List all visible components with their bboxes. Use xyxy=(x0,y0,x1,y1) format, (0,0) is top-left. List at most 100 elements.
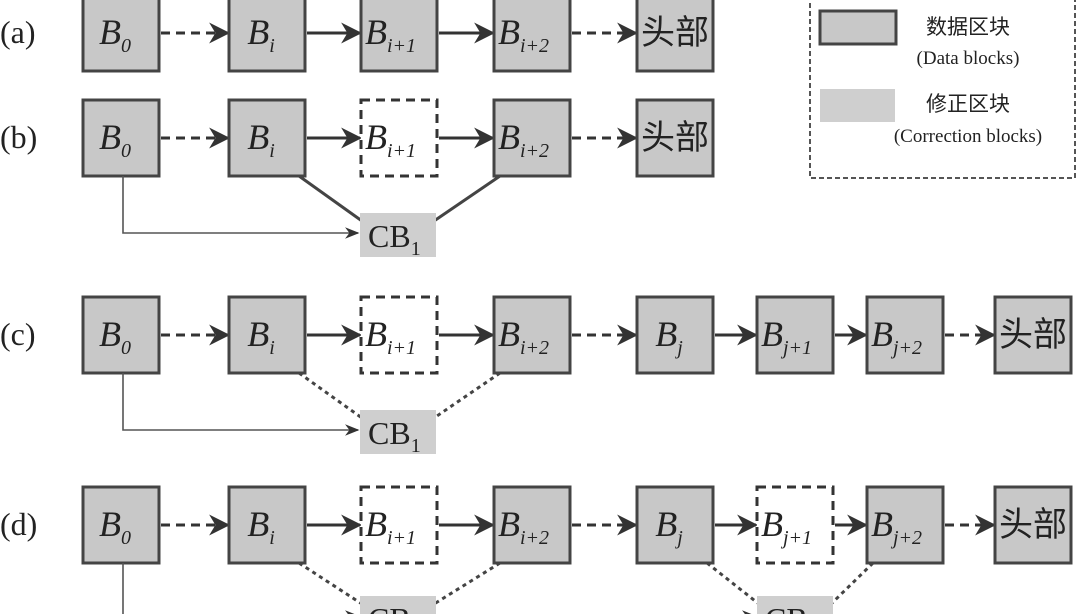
cb-subscript: 1 xyxy=(411,435,421,457)
block-base: B xyxy=(99,12,121,52)
block-B-i: Bi xyxy=(227,485,307,565)
block-base: B xyxy=(871,314,893,354)
block-rect xyxy=(492,295,572,375)
block-subscript: i xyxy=(269,35,275,57)
block-base: B xyxy=(99,117,121,157)
block-subscript: 0 xyxy=(121,140,131,162)
block-subscript: 0 xyxy=(121,527,131,549)
block-base: B xyxy=(365,314,387,354)
block-rect xyxy=(81,485,161,565)
block-label: Bj+1 xyxy=(761,314,812,359)
block-B-0: B0 xyxy=(81,295,161,375)
block-rect xyxy=(635,295,715,375)
correction-block-1: CB1 xyxy=(122,174,501,260)
block-rect xyxy=(755,485,835,565)
block-base: 头部 xyxy=(641,119,709,157)
block-label: 头部 xyxy=(641,119,709,157)
block-label: B0 xyxy=(99,117,131,162)
correction-block-1: CB xyxy=(122,561,501,614)
correction-block-2: CB xyxy=(706,561,875,614)
block-label: Bi+2 xyxy=(498,314,549,359)
block-label: 头部 xyxy=(999,506,1067,544)
cb-connector xyxy=(829,561,875,606)
block-rect xyxy=(492,0,572,73)
block-label: Bj xyxy=(655,314,683,359)
block-subscript: i+2 xyxy=(520,140,549,162)
block-label: 头部 xyxy=(999,316,1067,354)
block-rect xyxy=(359,485,439,565)
block-base: 头部 xyxy=(999,506,1067,544)
block-rect xyxy=(359,98,439,178)
block-base: 头部 xyxy=(999,316,1067,354)
head-block: 头部 xyxy=(635,0,715,73)
block-base: B xyxy=(498,12,520,52)
block-label: Bj xyxy=(655,504,683,549)
block-subscript: 0 xyxy=(121,35,131,57)
block-rect xyxy=(865,485,945,565)
block-base: B xyxy=(871,504,893,544)
cb-rect xyxy=(757,596,833,614)
block-label: Bi+2 xyxy=(498,504,549,549)
row-label: (a) xyxy=(0,14,36,50)
block-subscript: i+1 xyxy=(387,527,416,549)
block-subscript: i+2 xyxy=(520,527,549,549)
block-B-i+2: Bi+2 xyxy=(492,485,572,565)
block-base: B xyxy=(498,314,520,354)
block-rect xyxy=(635,98,715,178)
b0-to-cb-arrow xyxy=(122,373,360,436)
block-subscript: 0 xyxy=(121,337,131,359)
block-B-0: B0 xyxy=(81,98,161,178)
block-rect xyxy=(865,295,945,375)
block-base: B xyxy=(761,504,783,544)
block-base: B xyxy=(498,504,520,544)
correction-block-1: CB1 xyxy=(122,371,501,457)
block-label: Bi xyxy=(247,12,275,57)
block-base: B xyxy=(247,314,269,354)
block-subscript: i+1 xyxy=(387,337,416,359)
block-subscript: i xyxy=(269,140,275,162)
block-rect xyxy=(227,485,307,565)
b0-to-cb-arrow xyxy=(122,176,360,239)
block-base: B xyxy=(247,12,269,52)
block-B-i: Bi xyxy=(227,0,307,73)
block-subscript: i xyxy=(269,527,275,549)
cb-label: CB1 xyxy=(368,218,421,260)
block-B-j: Bj xyxy=(635,295,715,375)
block-rect xyxy=(492,98,572,178)
block-subscript: i+2 xyxy=(520,35,549,57)
cb-connector xyxy=(433,371,501,420)
block-label: Bi xyxy=(247,117,275,162)
block-rect xyxy=(755,295,835,375)
block-subscript: j xyxy=(674,527,683,549)
block-label: Bi xyxy=(247,504,275,549)
block-label: Bi+1 xyxy=(365,12,416,57)
block-B-j+2: Bj+2 xyxy=(865,485,945,565)
block-B-i: Bi xyxy=(227,98,307,178)
legend-correction-blocks-en: (Correction blocks) xyxy=(894,126,1042,147)
block-base: B xyxy=(655,504,677,544)
block-rect xyxy=(81,295,161,375)
block-B-0: B0 xyxy=(81,0,161,73)
block-label: Bi+1 xyxy=(365,117,416,162)
cb-connector xyxy=(298,561,363,606)
cb-connector xyxy=(298,371,363,420)
block-base: B xyxy=(365,504,387,544)
block-label: B0 xyxy=(99,12,131,57)
block-rect xyxy=(993,295,1073,375)
cb-base: CB xyxy=(368,218,411,254)
block-label: Bi+2 xyxy=(498,117,549,162)
block-B-i+1: Bi+1 xyxy=(359,485,439,565)
block-base: B xyxy=(99,314,121,354)
block-subscript: j xyxy=(674,337,683,359)
legend: 数据区块 (Data blocks) 修正区块 (Correction bloc… xyxy=(809,0,1076,179)
legend-data-blocks-cn: 数据区块 xyxy=(926,15,1010,39)
legend-data-block-swatch xyxy=(818,9,898,46)
block-base: B xyxy=(761,314,783,354)
block-subscript: j+1 xyxy=(780,527,812,549)
block-rect xyxy=(993,485,1073,565)
cb-rect xyxy=(360,213,436,257)
block-subscript: i+1 xyxy=(387,35,416,57)
